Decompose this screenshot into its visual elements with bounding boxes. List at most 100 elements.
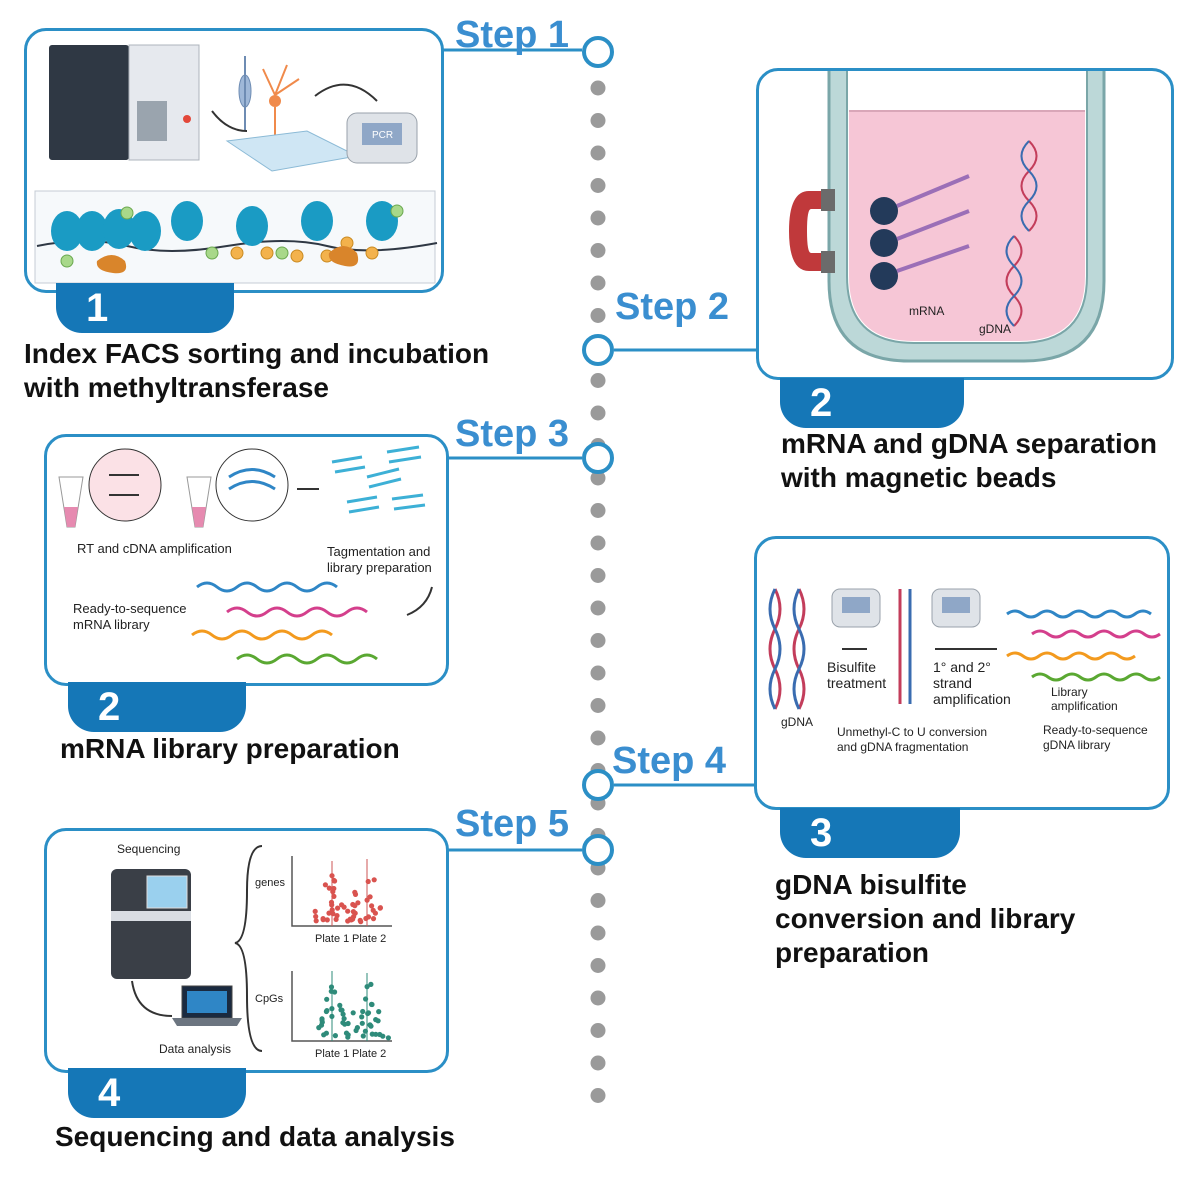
scatter-dot [341, 1016, 347, 1022]
timeline-dot [590, 373, 606, 388]
scatter-dot [326, 885, 332, 891]
scatter-dot [323, 1030, 329, 1036]
scatter-dot [313, 918, 319, 924]
scatter-dot [324, 1008, 330, 1014]
scatter-dot [340, 1020, 346, 1026]
scatter-dot [329, 873, 335, 879]
step-4-marker [582, 769, 614, 801]
timeline-dot [590, 80, 606, 96]
scatter-dot [377, 905, 383, 911]
rt-label: RT and cDNA amplification [77, 541, 232, 556]
scatter-dot [365, 1010, 371, 1017]
scatter-dot [385, 1035, 391, 1041]
gdna-label: gDNA [979, 322, 1012, 336]
timeline-dot [590, 243, 606, 258]
scatter-dot [345, 908, 351, 914]
step-3-description: mRNA library preparation [60, 733, 400, 764]
timeline-dot [590, 925, 606, 941]
timeline-dot [590, 470, 606, 486]
step-3-duration: 2 days [68, 682, 246, 779]
scatter-dot [375, 1018, 381, 1024]
scatter-dot [330, 889, 336, 895]
scatter-dot [349, 916, 355, 922]
scatter-dot [364, 897, 370, 903]
scatter-dot [319, 1016, 325, 1022]
timeline-dot [590, 145, 606, 161]
step-2-description: mRNA and gDNA separation with magnetic b… [781, 428, 1157, 493]
scatter-dot [324, 917, 330, 923]
timeline-dot [590, 308, 606, 323]
step-2-marker [582, 334, 614, 366]
scatter-dot [364, 984, 370, 990]
scatter-dot [380, 1033, 386, 1039]
scatter-dot [326, 910, 332, 916]
timeline-dot [590, 568, 606, 583]
scatter-dot [371, 877, 377, 883]
timeline-dot [590, 535, 606, 551]
scatter-dot [352, 903, 358, 909]
plate-1-label-top: Plate 1 [315, 933, 350, 945]
step-5-description: Sequencing and data analysis [55, 1121, 455, 1152]
scatter-dot [359, 1014, 365, 1020]
gdna-label: gDNA [781, 715, 814, 729]
step-2-duration: 2 hours [780, 378, 964, 475]
scatter-dot [331, 893, 337, 899]
scatter-dot [372, 910, 378, 916]
scatter-dot [353, 1027, 359, 1034]
step-5-label: Step 5 [455, 803, 570, 845]
step-1-marker [582, 36, 614, 68]
panel-step-5: Sequencing Data analysis genes CpGs Plat… [44, 828, 449, 1073]
scatter-dot [370, 916, 377, 922]
scatter-dot [360, 1033, 366, 1039]
plate-2-label-bottom: Plate 2 [352, 1048, 387, 1060]
genes-label: genes [255, 877, 285, 889]
scatter-dot [345, 1020, 351, 1027]
timeline-dot [590, 1055, 606, 1071]
sequencing-label: Sequencing [117, 842, 181, 856]
timeline-dot [590, 275, 606, 291]
scatter-dot [369, 903, 375, 909]
scatter-dot [341, 904, 347, 910]
scatter-dot [352, 891, 359, 897]
scatter-dot [335, 905, 341, 911]
step-5-marker [582, 834, 614, 866]
timeline-dot [590, 210, 606, 226]
step-3-label: Step 3 [455, 413, 570, 455]
panel-step-2: mRNA gDNA [756, 68, 1174, 380]
scatter-dot [328, 899, 335, 905]
plate-2-label-top: Plate 2 [352, 933, 387, 945]
step-1-duration: 1 hour [56, 283, 234, 380]
scatter-dot [329, 1013, 335, 1019]
scatter-dot [367, 894, 373, 900]
timeline-dot [590, 665, 606, 681]
scatter-dot [312, 908, 318, 914]
timeline-dot [590, 958, 606, 973]
scatter-dot [334, 913, 340, 919]
scatter-dot [332, 1033, 338, 1039]
step-5-duration: 4 days [68, 1068, 246, 1165]
scatter-dot [329, 1006, 335, 1012]
scatter-dot [337, 1002, 343, 1008]
timeline-dot [590, 405, 606, 421]
scatter-dot [365, 878, 371, 885]
scatter-dot [368, 981, 374, 987]
scatter-dot [352, 910, 358, 916]
step-4-label: Step 4 [612, 740, 727, 782]
scatter-dot [318, 1022, 325, 1028]
scatter-dot [340, 1011, 346, 1017]
scatter-dot [320, 916, 326, 922]
timeline-dot [590, 698, 606, 713]
timeline-dot [590, 503, 606, 518]
scatter-dot [376, 1009, 382, 1015]
scatter-dot [360, 1008, 366, 1015]
timeline-dot [590, 1023, 606, 1038]
step-3-marker [582, 442, 614, 474]
timeline-dot [590, 990, 606, 1006]
scatter-dot [328, 984, 335, 990]
